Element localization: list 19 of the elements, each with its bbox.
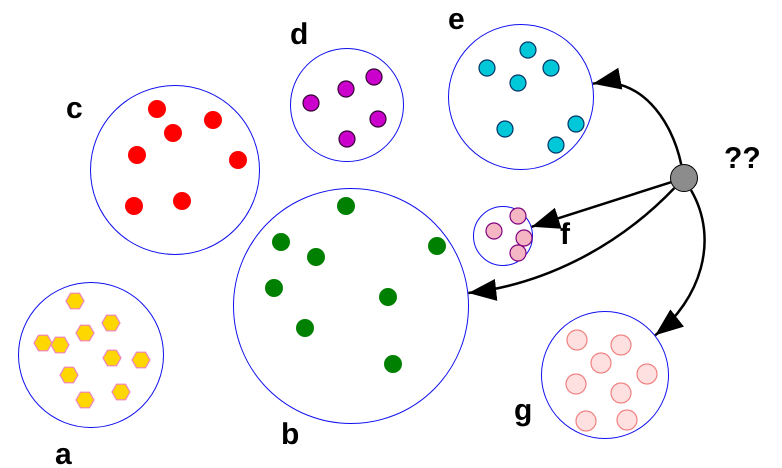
source-dot (670, 164, 698, 192)
letter-label: a (55, 440, 72, 468)
group-circle (473, 206, 533, 266)
arrow (468, 187, 676, 300)
letter-label: e (448, 5, 465, 35)
letter-label: b (281, 420, 300, 450)
group-circle (541, 311, 669, 439)
group-circle (233, 188, 469, 424)
letter-label: c (66, 94, 83, 124)
group-circle (90, 85, 260, 255)
letter-label: d (290, 20, 308, 50)
letter-label: f (560, 220, 570, 250)
arrow (592, 70, 682, 165)
arrow (531, 181, 672, 229)
arrow (654, 190, 706, 336)
group-circle (290, 48, 404, 162)
group-circle (18, 282, 164, 428)
letter-label: g (514, 396, 532, 426)
letter-label: ?? (724, 144, 761, 174)
